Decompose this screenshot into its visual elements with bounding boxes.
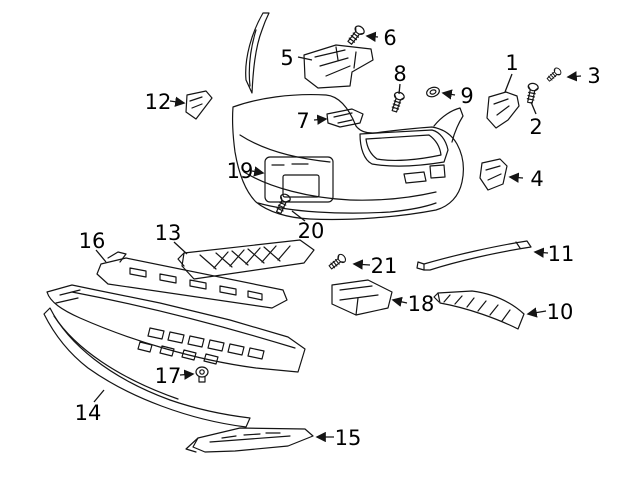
leader-9 [441, 89, 456, 100]
leader-19 [251, 166, 265, 177]
leader-17 [179, 369, 195, 380]
callout-label-19: 19 [227, 159, 254, 183]
part6-bolt-illustration [345, 23, 367, 47]
leader-11 [533, 247, 549, 258]
leader-5 [297, 56, 313, 61]
part18-bracket-illustration [331, 279, 393, 316]
callout-label-20: 20 [298, 219, 325, 243]
leader-13 [173, 241, 188, 255]
callout-label-7: 7 [296, 109, 309, 133]
callout-label-6: 6 [383, 26, 396, 50]
callout-label-17: 17 [155, 364, 182, 388]
leader-lines [93, 31, 582, 443]
leader-2 [530, 101, 537, 115]
leader-16 [95, 249, 107, 263]
callout-label-12: 12 [145, 90, 172, 114]
part14-skid-plate-illustration [43, 284, 306, 428]
callout-label-16: 16 [79, 229, 106, 253]
leader-6 [365, 31, 379, 42]
callout-label-5: 5 [280, 46, 293, 70]
callout-label-10: 10 [547, 300, 574, 324]
part17-clip-illustration [195, 366, 209, 383]
part4-bracket-illustration [479, 158, 508, 191]
leader-18 [391, 296, 408, 307]
leader-12 [169, 96, 186, 107]
part15-lower-trim-illustration [185, 427, 314, 453]
part5-bracket-illustration [303, 44, 374, 89]
callout-label-15: 15 [335, 426, 362, 450]
part11-trim-strip-illustration [416, 240, 532, 271]
leader-21 [352, 259, 371, 270]
bumper-cover-illustration [232, 12, 464, 221]
callout-label-14: 14 [75, 401, 102, 425]
leader-14 [93, 389, 105, 403]
leader-4 [508, 172, 524, 183]
callout-label-2: 2 [529, 115, 542, 139]
callout-label-13: 13 [155, 221, 182, 245]
leader-7 [313, 114, 328, 125]
part21-bolt-illustration [327, 252, 348, 272]
part2-bolt-illustration [524, 81, 540, 105]
callout-label-18: 18 [408, 292, 435, 316]
callout-label-1: 1 [505, 51, 518, 75]
part3-bolt-illustration [545, 66, 563, 84]
leader-3 [566, 71, 582, 82]
part16-absorber-illustration [96, 251, 288, 309]
part10-grille-corner-illustration [433, 290, 525, 330]
leader-10 [526, 307, 547, 318]
callout-label-8: 8 [393, 62, 406, 86]
callout-label-3: 3 [587, 64, 600, 88]
callout-label-9: 9 [460, 84, 473, 108]
callout-labels: 1 2 3 4 5 6 7 8 9 10 11 12 13 14 15 16 1… [75, 26, 601, 450]
part1-bracket-illustration [486, 91, 520, 129]
part8-bolt-illustration [389, 90, 406, 114]
part9-grommet-illustration [426, 86, 440, 98]
part12-pad-illustration [185, 90, 213, 120]
leader-1 [504, 73, 513, 93]
part7-bracket-illustration [326, 108, 364, 128]
part13-grille-mesh-illustration [177, 239, 315, 280]
license-plate-bracket-illustration [264, 156, 334, 203]
leader-20 [291, 210, 306, 222]
callout-label-11: 11 [548, 242, 575, 266]
callout-label-21: 21 [371, 254, 398, 278]
callout-label-4: 4 [530, 167, 543, 191]
leader-8 [398, 83, 401, 95]
